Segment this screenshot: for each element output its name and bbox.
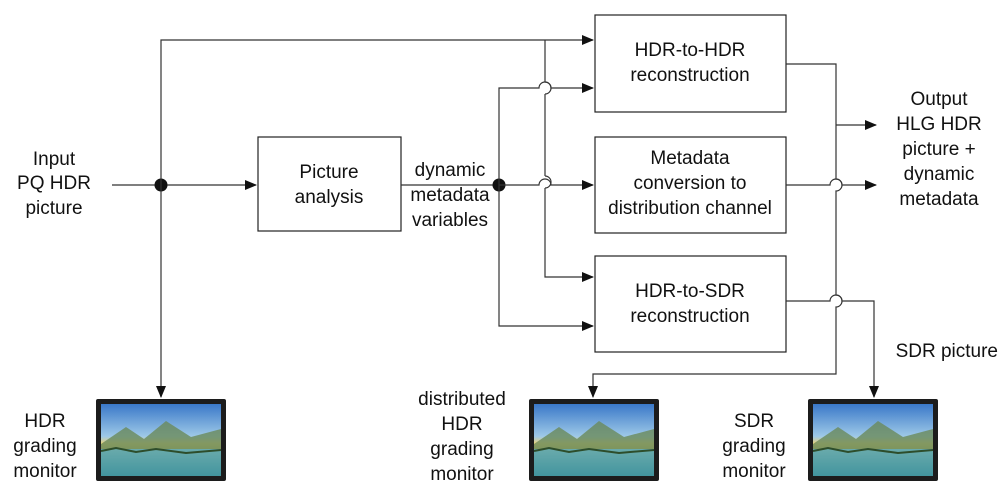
svg-text:picture: picture — [25, 198, 82, 219]
svg-text:grading: grading — [13, 436, 76, 457]
svg-text:HDR: HDR — [24, 411, 65, 432]
hdr-grading-monitor-image — [95, 398, 227, 481]
svg-text:monitor: monitor — [430, 464, 494, 481]
metadata-to-hdr-to-hdr-arrow — [498, 81, 594, 185]
input-to-hdr-to-hdr-arrow — [160, 35, 594, 185]
svg-text:Input: Input — [33, 149, 76, 170]
svg-text:HDR: HDR — [441, 414, 482, 435]
sdr-grading-monitor-label: SDR grading monitor — [722, 411, 786, 481]
svg-text:Picture: Picture — [299, 162, 358, 183]
svg-text:reconstruction: reconstruction — [630, 65, 749, 86]
svg-text:distributed: distributed — [418, 389, 506, 410]
svg-text:SDR: SDR — [734, 411, 774, 432]
svg-text:Output: Output — [910, 89, 968, 110]
svg-text:dynamic: dynamic — [904, 164, 975, 185]
hdr-to-sdr-label: HDR-to-SDR reconstruction — [630, 281, 749, 327]
metadata-conversion-label: Metadata conversion to distribution chan… — [608, 148, 772, 219]
input-label: Input PQ HDR picture — [17, 149, 91, 219]
svg-text:metadata: metadata — [899, 189, 979, 210]
input-to-hdr-to-sdr-arrow — [544, 40, 593, 277]
hdr-grading-monitor-label: HDR grading monitor — [13, 411, 77, 481]
svg-text:monitor: monitor — [722, 461, 786, 481]
hdr-to-sdr-box — [594, 255, 787, 353]
svg-text:dynamic: dynamic — [415, 160, 486, 181]
sdr-output-arrow — [786, 294, 879, 398]
svg-text:grading: grading — [430, 439, 493, 460]
metadata-to-hdr-to-sdr-arrow — [498, 185, 594, 331]
hdr-to-hdr-box — [594, 14, 787, 113]
svg-text:conversion to: conversion to — [633, 173, 746, 194]
svg-text:grading: grading — [722, 436, 785, 457]
output-label: Output HLG HDR picture + dynamic metadat… — [896, 89, 982, 210]
dynamic-metadata-label: dynamic metadata variables — [410, 160, 490, 231]
picture-analysis-box — [257, 136, 402, 232]
distributed-hdr-monitor-image — [528, 398, 660, 481]
metadata-output-arrow — [786, 178, 877, 190]
hdr-to-hdr-label: HDR-to-HDR reconstruction — [630, 40, 749, 86]
sdr-grading-monitor-image — [807, 398, 939, 481]
svg-text:HDR-to-HDR: HDR-to-HDR — [635, 40, 746, 61]
metadata-to-conversion-arrow — [499, 178, 594, 190]
svg-text:variables: variables — [412, 210, 488, 231]
svg-text:distribution channel: distribution channel — [608, 198, 772, 219]
svg-text:Metadata: Metadata — [650, 148, 730, 169]
svg-text:HLG HDR: HLG HDR — [896, 114, 982, 135]
distributed-hdr-monitor-label: distributed HDR grading monitor — [418, 389, 506, 481]
sdr-picture-label: SDR picture — [896, 341, 998, 362]
metadata-conversion-box — [594, 136, 787, 234]
svg-text:reconstruction: reconstruction — [630, 306, 749, 327]
svg-text:picture +: picture + — [902, 139, 975, 160]
svg-text:analysis: analysis — [295, 187, 364, 208]
svg-text:monitor: monitor — [13, 461, 77, 481]
svg-text:metadata: metadata — [410, 185, 490, 206]
svg-text:HDR-to-SDR: HDR-to-SDR — [635, 281, 745, 302]
picture-analysis-label: Picture analysis — [295, 162, 364, 208]
svg-text:PQ HDR: PQ HDR — [17, 173, 91, 194]
